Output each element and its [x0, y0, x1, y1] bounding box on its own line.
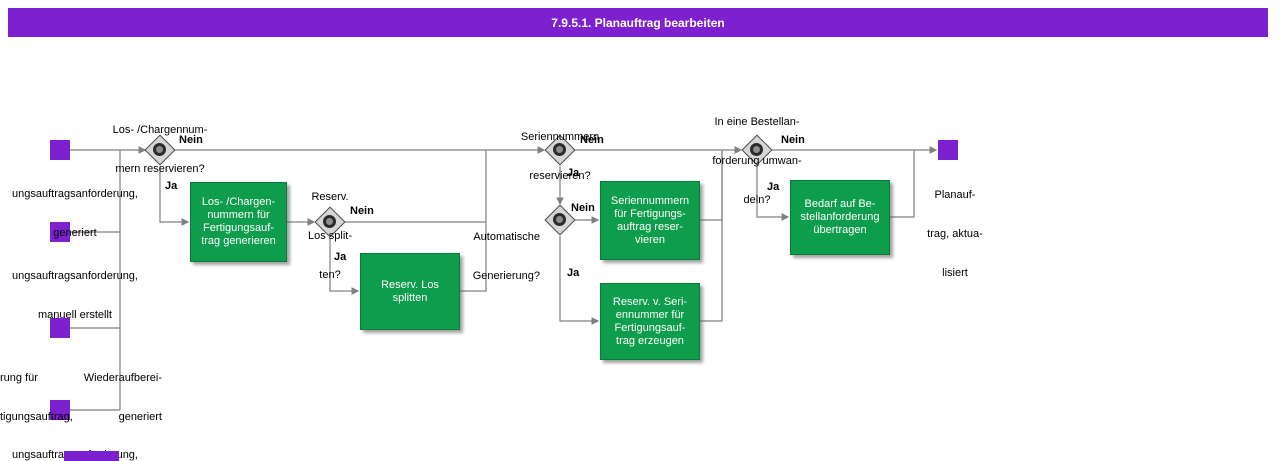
- task-split-reservation-lot[interactable]: Reserv. Los splitten: [360, 253, 460, 330]
- gateway-4-no-label: Nein: [571, 202, 595, 214]
- start-event-2-label: ungsauftragsanforderung, manuell erstell…: [12, 270, 138, 321]
- gateway-5-no-label: Nein: [781, 134, 805, 146]
- task-generate-lot-batch-numbers[interactable]: Los- /Chargen- nummern für Fertigungsauf…: [190, 182, 287, 262]
- bottom-accent-bar: [64, 451, 119, 461]
- gateway-4-yes-label: Ja: [567, 267, 580, 279]
- gateway-5-yes-label: Ja: [767, 181, 780, 193]
- gateway-1-question: Los- /Chargennum- mern reservieren?: [112, 124, 208, 175]
- gateway-3-icon: [553, 143, 566, 156]
- start-event-3-label: rung für Wiederaufberei- tigungsauftrag,…: [0, 372, 162, 423]
- gateway-1-yes-label: Ja: [165, 180, 178, 192]
- gateway-3-yes-label: Ja: [567, 167, 580, 179]
- flow-task5-merge: [890, 150, 915, 218]
- task-reserve-serial-numbers[interactable]: Seriennummern für Fertigungs- auftrag re…: [600, 181, 700, 260]
- start-event-4[interactable]: [50, 400, 70, 420]
- gateway-2-icon: [323, 215, 336, 228]
- start-event-3[interactable]: [50, 318, 70, 338]
- start-event-1-label: ungsauftragsanforderung, generiert: [12, 188, 138, 239]
- gateway-2-yes-label: Ja: [334, 251, 347, 263]
- gateway-3-question: Seriennummern reservieren?: [520, 131, 600, 182]
- gateway-1-icon: [153, 143, 166, 156]
- page-title: 7.9.5.1. Planauftrag bearbeiten: [551, 15, 725, 30]
- end-event-label: Planauf- trag, aktua- lisiert: [927, 189, 983, 279]
- gateway-5-question: In eine Bestellan- forderung umwan- deln…: [712, 116, 802, 206]
- start-event-2[interactable]: [50, 222, 70, 242]
- gateway-4-icon: [553, 213, 566, 226]
- gateway-5-icon: [750, 143, 763, 156]
- task-create-serial-number-reservation[interactable]: Reserv. v. Seri- ennummer für Fertigungs…: [600, 283, 700, 360]
- gateway-3-no-label: Nein: [580, 134, 604, 146]
- gateway-2-question: Reserv. Los split- ten?: [307, 191, 353, 281]
- end-event[interactable]: [938, 140, 958, 160]
- title-bar: 7.9.5.1. Planauftrag bearbeiten: [8, 8, 1268, 37]
- task-transfer-demand-to-purchase-requisition[interactable]: Bedarf auf Be- stellanforderung übertrag…: [790, 180, 890, 255]
- start-event-1[interactable]: [50, 140, 70, 160]
- gateway-1-no-label: Nein: [179, 134, 203, 146]
- gateway-4-question: Automatische Generierung?: [472, 231, 540, 282]
- gateway-2-no-label: Nein: [350, 205, 374, 217]
